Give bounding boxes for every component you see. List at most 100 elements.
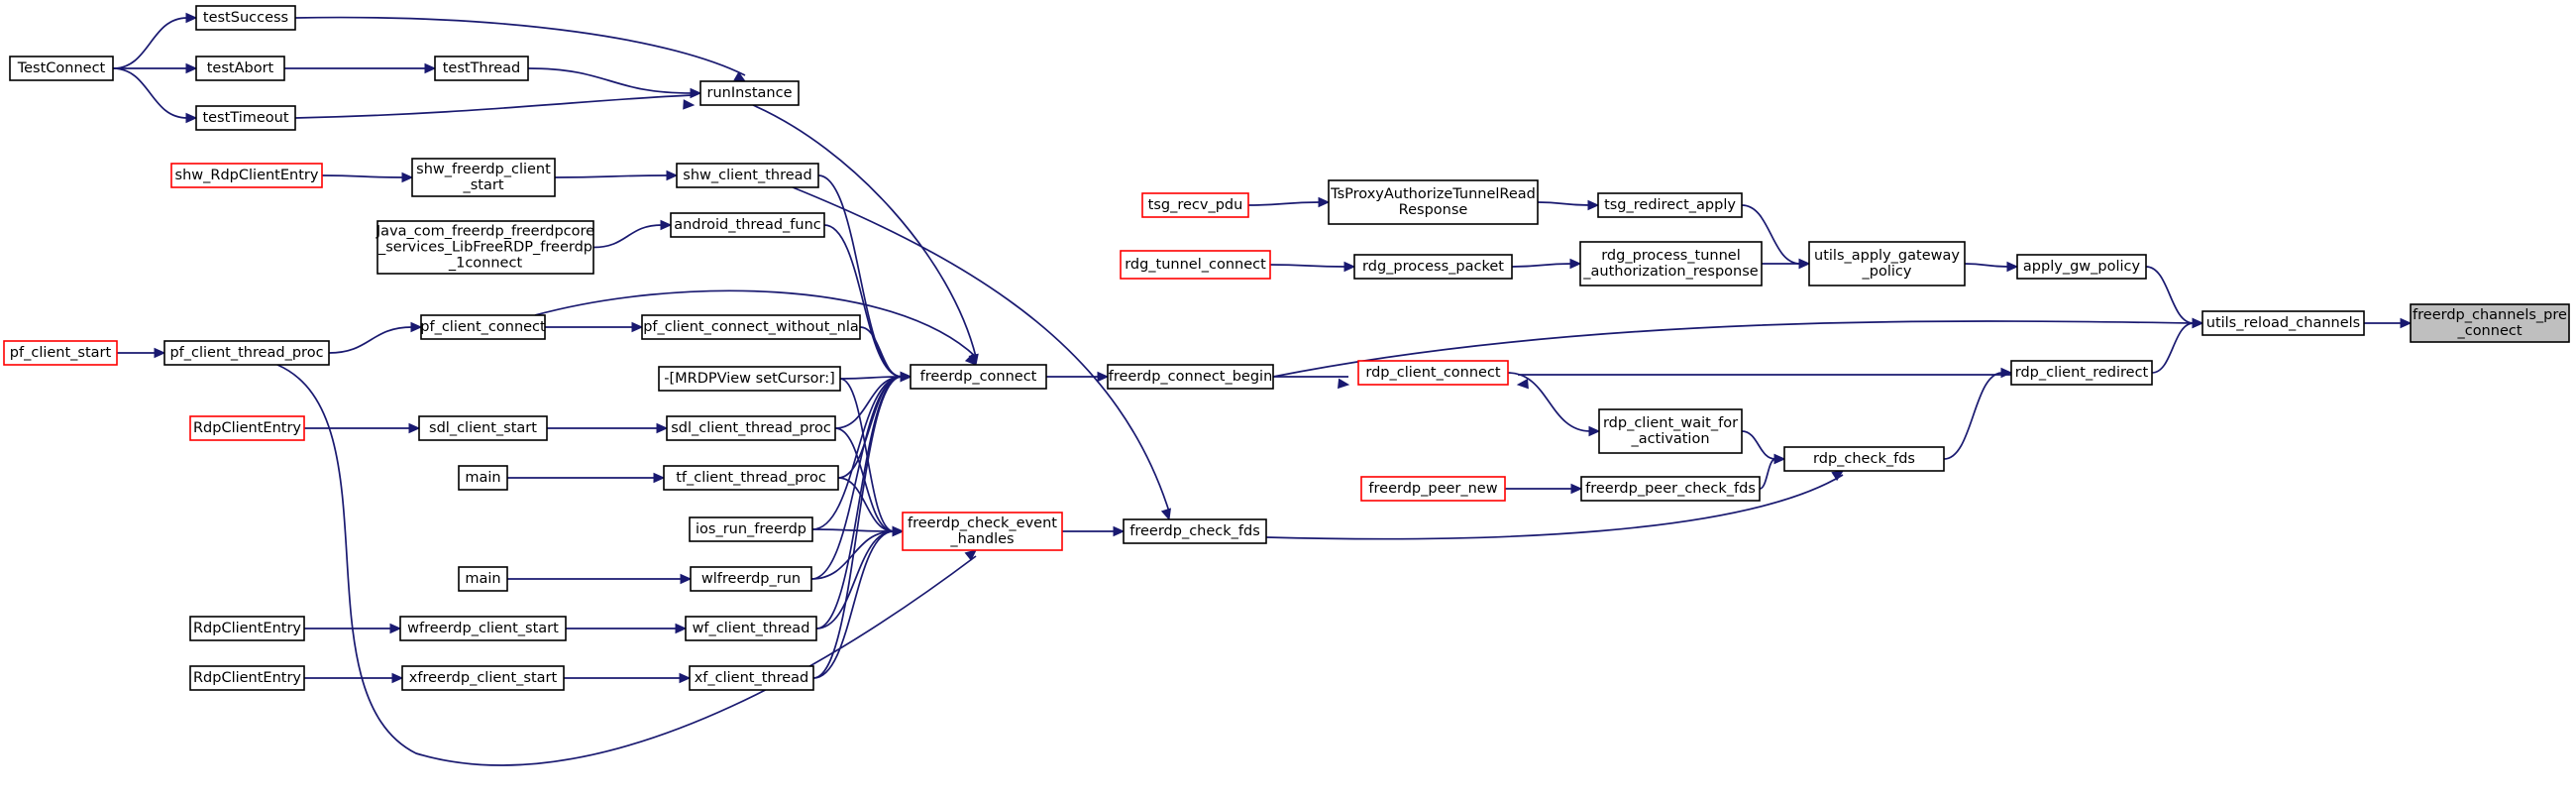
node-label: _1connect [448,256,523,272]
node-fpcf[interactable]: freerdp_peer_check_fds [1580,476,1761,502]
node-box [1783,446,1945,472]
node-label: freerdp_peer_new [1368,481,1497,497]
node-tconnect[interactable]: TestConnect [9,56,114,81]
node-rcr[interactable]: rdp_client_redirect [2010,360,2153,386]
edge-line [1272,320,2194,378]
arrow-head [391,672,404,684]
node-fcb[interactable]: freerdp_connect_begin [1107,364,1274,390]
edge-main2-to-wlfrun [507,573,693,585]
edge-mrdp-to-fceh [839,378,905,537]
node-sdlcs[interactable]: sdl_client_start [418,415,548,441]
node-box [376,220,594,275]
node-fcf[interactable]: freerdp_check_fds [1123,518,1267,544]
node-java[interactable]: Java_com_freerdp_freerdpcore_services_Li… [376,220,594,275]
node-pfctp[interactable]: pf_client_thread_proc [163,340,330,366]
edge-java-to-andtf [592,219,673,249]
arrow-head [660,219,673,231]
node-ureload[interactable]: utils_reload_channels [2201,310,2365,336]
node-shwrce[interactable]: shw_RdpClientEntry [170,163,323,188]
node-box [458,566,508,592]
edge-fcb-to-ureload [1272,317,2204,378]
node-box [902,512,1063,551]
node-uagp[interactable]: utils_apply_gateway_policy [1808,241,1966,286]
node-rdgpp[interactable]: rdg_process_packet [1353,254,1513,280]
edge-tsgrecv-to-tsproxy [1247,196,1331,208]
arrow-head [1798,258,1811,270]
node-fc[interactable]: freerdp_connect [910,364,1047,390]
node-rcc[interactable]: rdp_client_connect [1357,360,1509,386]
node-rdgptar[interactable]: rdg_process_tunnel_authorization_respons… [1579,241,1763,286]
node-rcwa[interactable]: rdp_client_wait_for_activation [1598,408,1743,454]
node-wfcs[interactable]: wfreerdp_client_start [399,616,567,641]
arrow-head [424,62,437,74]
node-pfccwn[interactable]: pf_client_connect_without_nla [641,314,861,340]
node-pfcs[interactable]: pf_client_start [3,340,118,366]
node-root[interactable]: freerdp_channels_pre_connect [2410,303,2570,343]
node-runi[interactable]: runInstance [699,80,800,106]
node-box [189,616,305,641]
edge-shwct-to-fc [817,174,912,383]
edge-line [815,530,895,629]
node-shwfcs[interactable]: shw_freerdp_client_start [411,158,556,197]
node-wlfrun[interactable]: wlfreerdp_run [690,566,812,592]
arrow-head [1113,525,1126,537]
node-shwct[interactable]: shw_client_thread [676,163,819,188]
edge-line [1265,474,1844,540]
node-main1[interactable]: main [458,465,508,491]
edge-line [823,224,903,378]
edge-line [812,530,895,679]
edge-rdgpp-to-rdgptar [1511,258,1582,270]
node-tthread[interactable]: testThread [434,56,529,81]
node-fpn[interactable]: freerdp_peer_new [1360,476,1506,502]
node-xfcs[interactable]: xfreerdp_client_start [401,665,565,691]
node-fceh[interactable]: freerdp_check_event_handles [902,512,1063,551]
node-xfct[interactable]: xf_client_thread [689,665,814,691]
node-rdgtc[interactable]: rdg_tunnel_connect [1120,250,1271,280]
node-label: _start [462,177,503,193]
node-wfct[interactable]: wf_client_thread [685,616,817,641]
arrow-head [185,112,198,124]
node-box [670,212,825,238]
arrow-head [892,525,905,537]
node-rce2[interactable]: RdpClientEntry [189,616,305,641]
node-label: RdpClientEntry [193,670,301,686]
node-label: rdp_client_redirect [2015,365,2149,381]
node-pfcc[interactable]: pf_client_connect [420,314,546,340]
node-agw[interactable]: apply_gw_policy [2016,254,2147,280]
node-sdlctp[interactable]: sdl_client_thread_proc [666,415,836,441]
node-box [699,80,800,106]
edge-line [321,174,404,178]
arrow-head [185,62,198,74]
node-mrdp[interactable]: -[MRDPView setCursor:] [658,366,841,392]
node-rce1[interactable]: RdpClientEntry [189,415,305,441]
node-main2[interactable]: main [458,566,508,592]
node-label: wf_client_thread [693,621,810,636]
node-ttimeout[interactable]: testTimeout [195,105,296,131]
node-label: freerdp_channels_pre [2413,307,2567,323]
node-iosrun[interactable]: ios_run_freerdp [689,516,813,542]
node-tsgra[interactable]: tsg_redirect_apply [1597,192,1743,218]
node-andtf[interactable]: android_thread_func [670,212,825,238]
arrow-head [679,672,692,684]
node-tsucc[interactable]: testSuccess [195,5,296,31]
node-tabort[interactable]: testAbort [195,56,285,81]
node-box [1357,360,1509,386]
edge-wfct-to-fceh [815,525,905,629]
node-label: xfreerdp_client_start [409,670,558,686]
edge-line [834,376,903,429]
node-box [3,340,118,366]
node-box [685,616,817,641]
node-label: pf_client_thread_proc [169,345,323,361]
node-rce3[interactable]: RdpClientEntry [189,665,305,691]
arrow-head [1831,470,1845,482]
node-rcf[interactable]: rdp_check_fds [1783,446,1945,472]
node-label: wfreerdp_client_start [407,621,559,636]
node-box [1808,241,1966,286]
edge-line [1247,201,1321,206]
edge-rdgtc-to-rdgpp [1269,261,1356,273]
node-box [195,105,296,131]
node-tsgrecv[interactable]: tsg_recv_pdu [1141,192,1249,218]
node-tfctp[interactable]: tf_client_thread_proc [663,465,839,491]
arrow-head [1773,453,1786,465]
